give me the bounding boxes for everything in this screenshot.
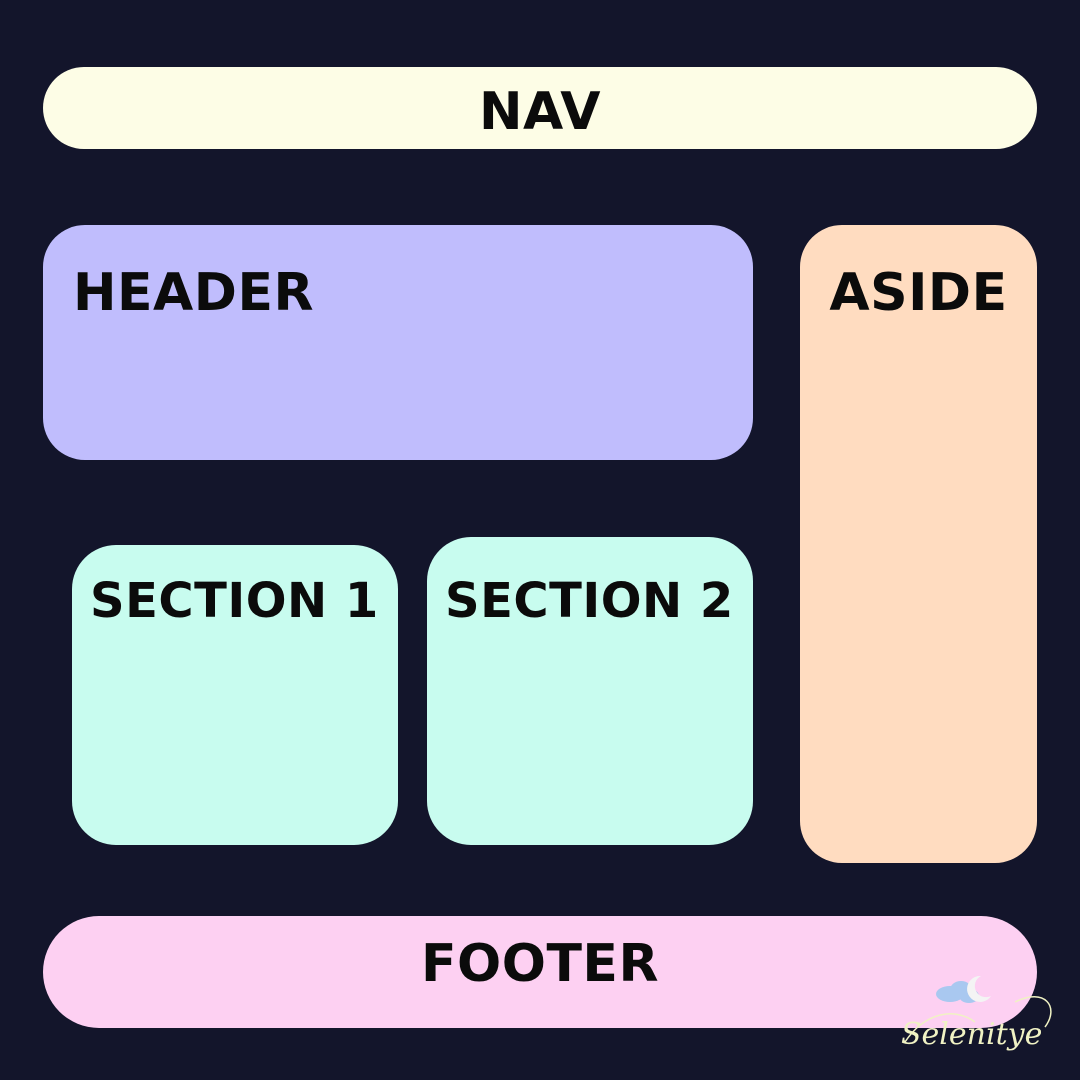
aside-block: ASIDE xyxy=(800,225,1037,863)
section-2-label: SECTION 2 xyxy=(445,573,734,629)
moon-icon xyxy=(967,975,991,1002)
watermark-text: Selenitye xyxy=(901,1017,1042,1052)
footer-label: FOOTER xyxy=(421,934,659,994)
section-1-label: SECTION 1 xyxy=(90,573,379,629)
header-block: HEADER xyxy=(43,225,753,460)
flourish-decoration xyxy=(904,996,1052,1043)
header-label: HEADER xyxy=(73,263,315,323)
nav-block: NAV xyxy=(43,67,1037,149)
aside-label: ASIDE xyxy=(829,263,1008,323)
section-1-block: SECTION 1 xyxy=(72,545,398,845)
selenitye-logo: Selenitye xyxy=(901,975,1052,1052)
section-2-block: SECTION 2 xyxy=(427,537,753,845)
footer-block: FOOTER xyxy=(43,916,1037,1028)
nav-label: NAV xyxy=(479,82,601,142)
